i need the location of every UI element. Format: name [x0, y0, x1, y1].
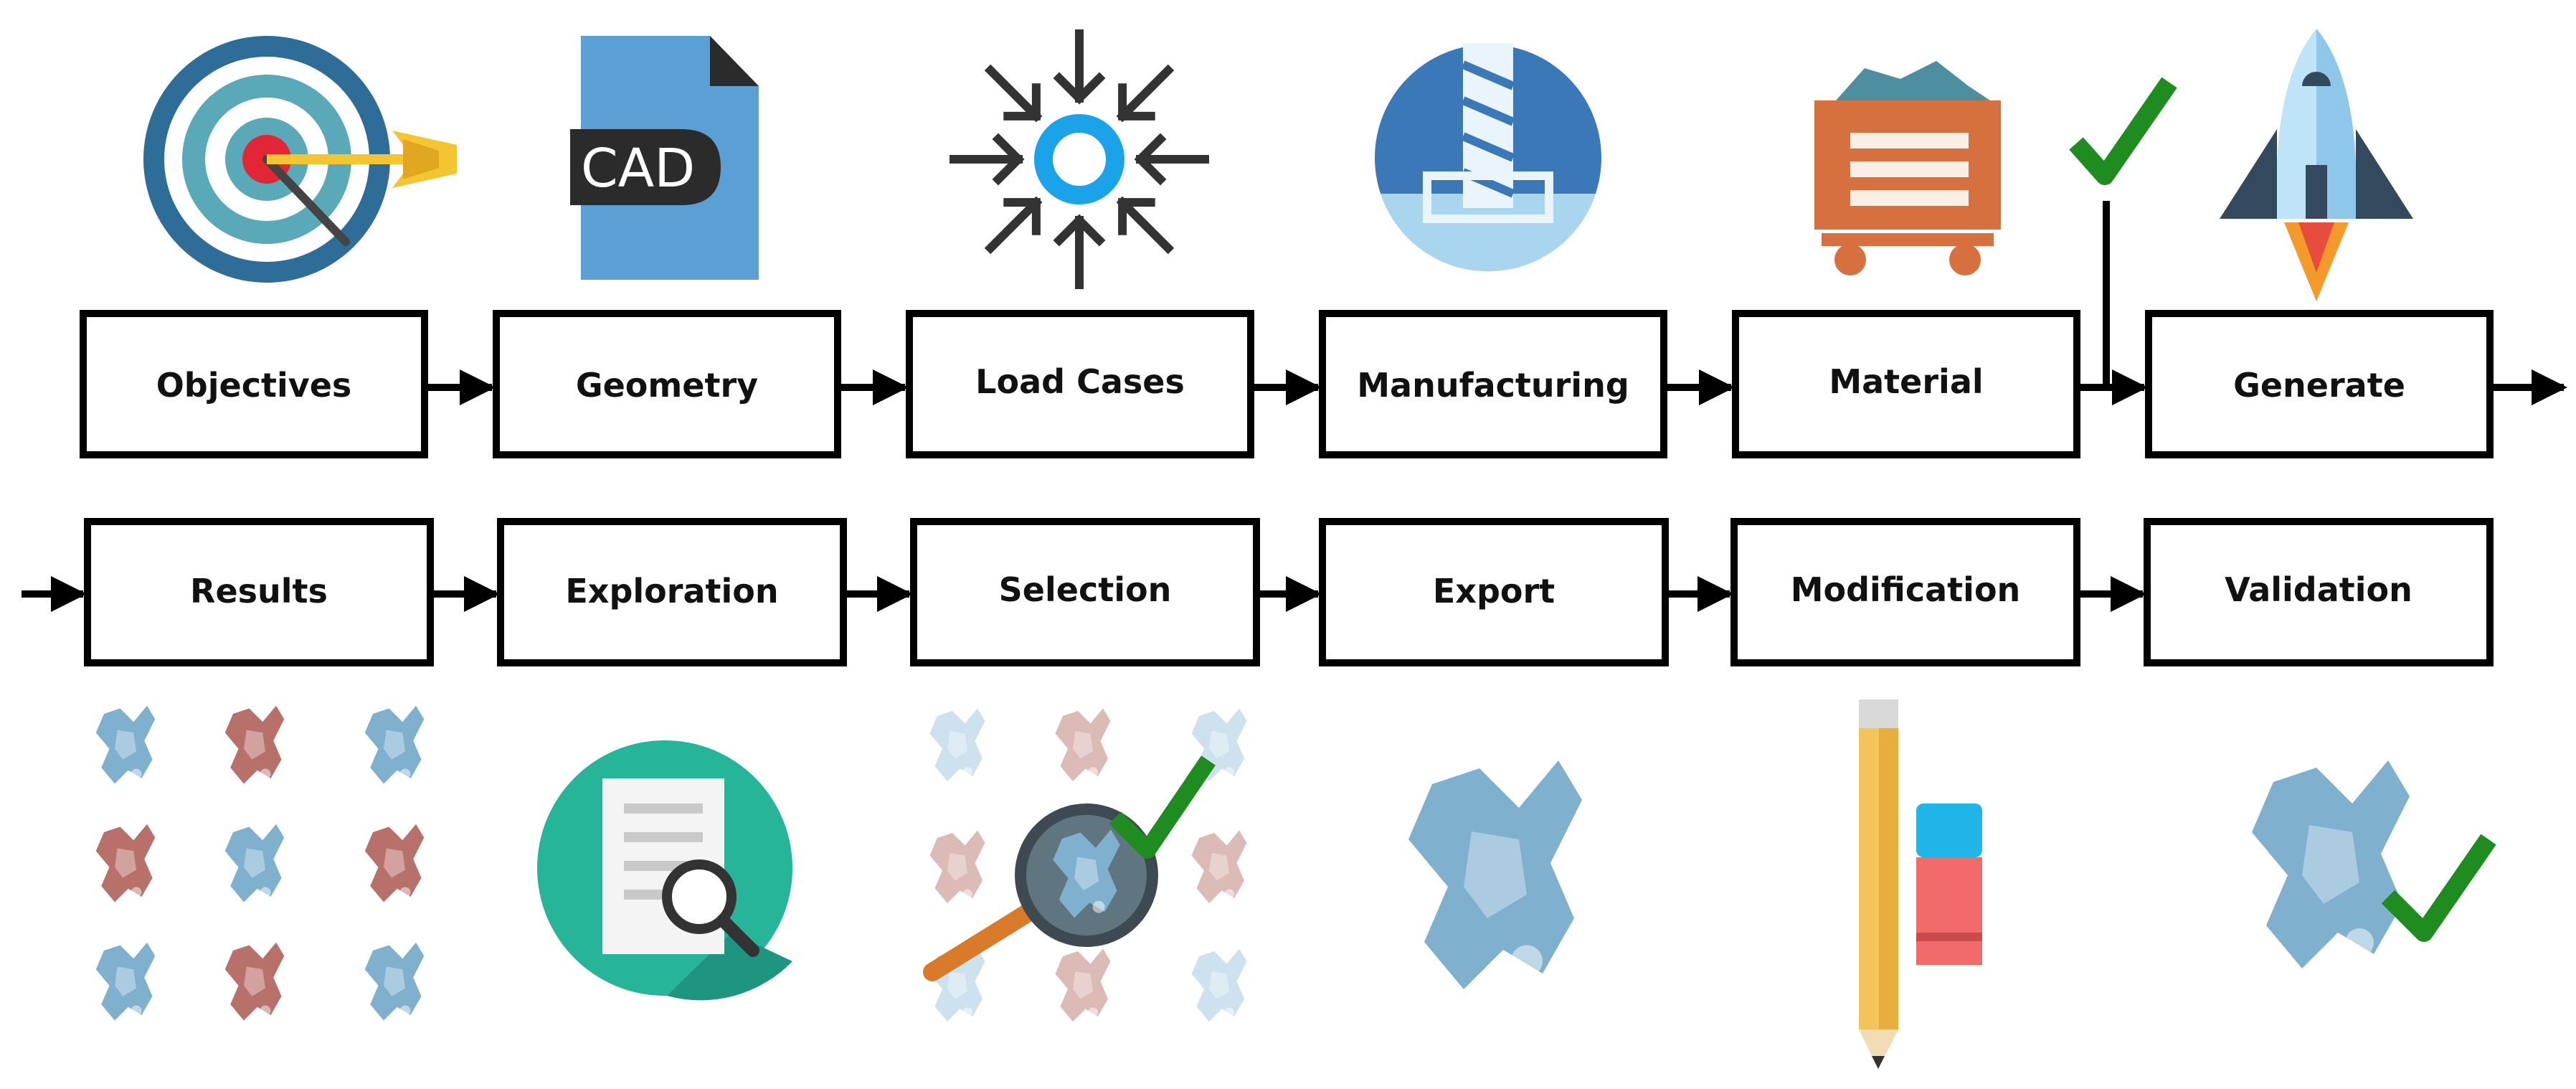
mine-cart-icon: [1814, 61, 2001, 275]
cad-file-icon: CAD: [570, 36, 759, 280]
cad-label: CAD: [581, 138, 695, 199]
results-box: [84, 518, 434, 666]
step-label-export: Export: [1433, 572, 1555, 610]
modification-box: [1730, 518, 2080, 666]
step-label-generate: Generate: [2233, 366, 2405, 405]
magnifier-selection-icon: [923, 708, 1247, 1022]
step-label-results: Results: [190, 572, 328, 610]
step-label-manufacturing: Manufacturing: [1357, 366, 1629, 405]
step-label-objectives: Objectives: [156, 366, 352, 405]
design-grid-icon: [95, 705, 425, 1021]
document-search-icon: [537, 740, 792, 1001]
pencil-eraser-icon: [1859, 699, 1982, 1069]
exploration-box: [497, 518, 847, 666]
drill-icon: [1375, 43, 1601, 272]
material-box: [1732, 310, 2080, 458]
step-label-material: Material: [1829, 362, 1983, 401]
objectives-box: [80, 310, 428, 458]
check-icon: [2069, 77, 2177, 387]
manufacturing-box: [1319, 310, 1667, 458]
step-label-load-cases: Load Cases: [975, 362, 1185, 401]
step-label-modification: Modification: [1791, 570, 2021, 609]
load-arrows-icon: [954, 29, 1205, 285]
target-icon: [143, 36, 457, 283]
generate-box: [2145, 310, 2494, 458]
load-cases-box: [906, 310, 1254, 458]
selection-box: [910, 518, 1260, 666]
geometry-box: [493, 310, 841, 458]
step-label-exploration: Exploration: [565, 572, 778, 610]
bracket-part-icon: [1408, 760, 1582, 989]
step-label-validation: Validation: [2225, 570, 2412, 609]
validated-part-icon: [2252, 760, 2496, 968]
rocket-icon: [2220, 29, 2413, 301]
validation-box: [2144, 518, 2494, 666]
step-label-selection: Selection: [999, 570, 1172, 609]
step-label-geometry: Geometry: [576, 366, 758, 405]
export-box: [1319, 518, 1669, 666]
